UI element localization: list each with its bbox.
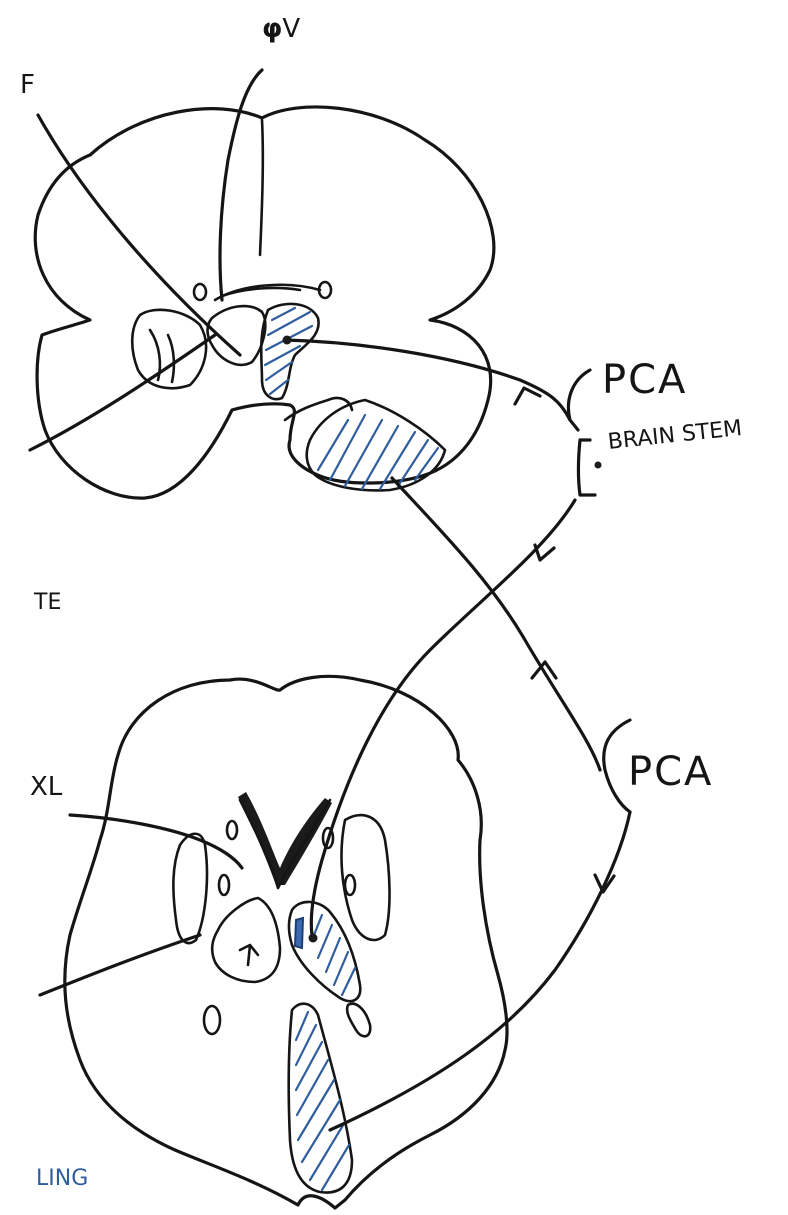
upper-pca-bracket bbox=[568, 370, 590, 430]
upper-midline bbox=[260, 120, 263, 255]
upper-outline bbox=[35, 107, 494, 498]
lower-pca-bracket bbox=[604, 720, 630, 812]
lower-right-dot bbox=[345, 875, 355, 895]
lower-center-mark bbox=[240, 945, 258, 965]
top-nerve-leader bbox=[220, 70, 262, 300]
lower-left-small-dot bbox=[227, 821, 237, 839]
lower-left-dot-2 bbox=[219, 875, 229, 895]
upper-left-loop-inner2 bbox=[168, 335, 174, 382]
descending-tract bbox=[392, 478, 600, 770]
lower-small-teardrop bbox=[347, 1004, 370, 1037]
label-f: F bbox=[20, 72, 35, 98]
lower-nucleus-dot bbox=[309, 934, 318, 943]
lower-nucleus-hatching bbox=[312, 915, 355, 995]
label-ling: LING bbox=[36, 1168, 88, 1190]
brainstem-bullet bbox=[595, 462, 602, 469]
lower-outline bbox=[65, 676, 507, 1208]
lower-center-triangle bbox=[212, 898, 280, 982]
label-xl: XL bbox=[30, 774, 62, 800]
label-te: TE bbox=[34, 592, 61, 614]
brainstem-bracket bbox=[579, 440, 596, 495]
upper-pca-arrowhead bbox=[515, 388, 540, 404]
label-top-nerve: 𝞅V bbox=[262, 16, 300, 42]
upper-section bbox=[30, 70, 494, 498]
lower-right-oval bbox=[341, 815, 389, 940]
xl-leader-line bbox=[70, 815, 242, 868]
upper-pca-line bbox=[285, 340, 570, 420]
upper-pca-origin-dot bbox=[283, 336, 292, 345]
crossing-pathways bbox=[311, 478, 600, 935]
upper-left-dot bbox=[194, 284, 206, 300]
upper-left-leader bbox=[30, 335, 215, 450]
label-pca-lower: PCA bbox=[628, 752, 713, 792]
crossing-tract bbox=[311, 500, 575, 935]
lower-pca-pathway bbox=[330, 720, 630, 1130]
lower-section bbox=[40, 676, 507, 1208]
upper-crescent-2 bbox=[222, 288, 300, 296]
label-pca-upper: PCA bbox=[602, 360, 687, 400]
lower-left-elongated bbox=[173, 834, 207, 943]
lower-nucleus-blue-mark bbox=[295, 918, 303, 948]
lower-nucleus-outline bbox=[289, 902, 360, 1001]
lower-bottom-left-dot bbox=[204, 1006, 220, 1034]
